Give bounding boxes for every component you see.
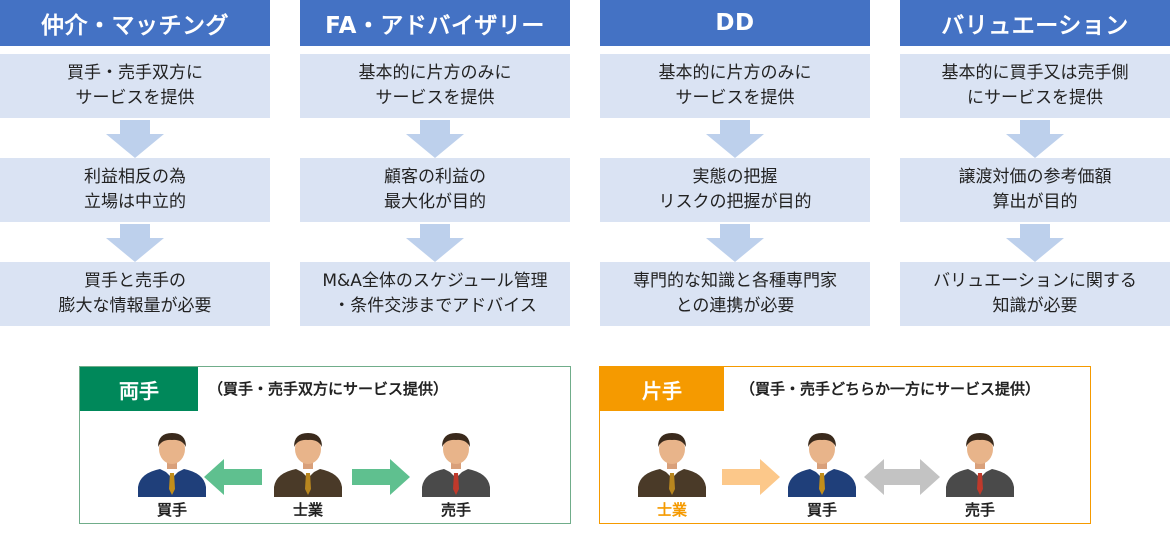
cell-purpose: 顧客の利益の 最大化が目的 [300, 158, 570, 222]
column-fa-advisory: FA・アドバイザリー 基本的に片方のみに サービスを提供 顧客の利益の 最大化が… [300, 0, 570, 326]
down-arrow-icon [406, 120, 464, 158]
person-label: 売手 [964, 501, 995, 519]
cell-service: 基本的に買手又は売手側 にサービスを提供 [900, 54, 1170, 118]
badge-ryote: 両手 [80, 367, 198, 411]
column-header: FA・アドバイザリー [300, 0, 570, 46]
column-header: 仲介・マッチング [0, 0, 270, 46]
person-icon [946, 433, 1014, 497]
left-arrow-icon [204, 459, 262, 495]
cell-service: 買手・売手双方に サービスを提供 [0, 54, 270, 118]
person-icon [638, 433, 706, 497]
person-label: 士業 [292, 501, 323, 519]
person-label: 士業 [656, 501, 687, 519]
badge-katate: 片手 [600, 367, 724, 411]
cell-purpose: 利益相反の為 立場は中立的 [0, 158, 270, 222]
cell-purpose: 譲渡対価の参考価額 算出が目的 [900, 158, 1170, 222]
column-chukai: 仲介・マッチング 買手・売手双方に サービスを提供 利益相反の為 立場は中立的 … [0, 0, 270, 326]
down-arrow-icon [1006, 120, 1064, 158]
column-header: バリュエーション [900, 0, 1170, 46]
person-label: 売手 [440, 501, 471, 519]
cell-requirement: 買手と売手の 膨大な情報量が必要 [0, 262, 270, 326]
down-arrow-icon [406, 224, 464, 262]
person-icon [138, 433, 206, 497]
cell-service: 基本的に片方のみに サービスを提供 [300, 54, 570, 118]
panel-katate: 片手 （買手・売手どちらか一方にサービス提供） 士業 買手 売手 [599, 366, 1091, 524]
panel-description: （買手・売手どちらか一方にサービス提供） [740, 380, 1041, 398]
person-label: 買手 [806, 501, 837, 519]
down-arrow-icon [706, 120, 764, 158]
person-icon [788, 433, 856, 497]
down-arrow-icon [1006, 224, 1064, 262]
down-arrow-icon [106, 224, 164, 262]
cell-requirement: 専門的な知識と各種専門家 との連携が必要 [600, 262, 870, 326]
panel-ryote: 両手 （買手・売手双方にサービス提供） 買手 士業 売手 [79, 366, 571, 524]
column-header: DD [600, 0, 870, 46]
column-dd: DD 基本的に片方のみに サービスを提供 実態の把握 リスクの把握が目的 専門的… [600, 0, 870, 326]
down-arrow-icon [706, 224, 764, 262]
cell-purpose: 実態の把握 リスクの把握が目的 [600, 158, 870, 222]
panel-description: （買手・売手双方にサービス提供） [208, 380, 449, 398]
cell-requirement: バリュエーションに関する 知識が必要 [900, 262, 1170, 326]
person-icon [422, 433, 490, 497]
right-arrow-icon [352, 459, 410, 495]
cell-service: 基本的に片方のみに サービスを提供 [600, 54, 870, 118]
double-arrow-icon [864, 459, 940, 495]
right-arrow-icon [722, 459, 780, 495]
cell-requirement: M&A全体のスケジュール管理 ・条件交渉までアドバイス [300, 262, 570, 326]
person-label: 買手 [156, 501, 187, 519]
column-valuation: バリュエーション 基本的に買手又は売手側 にサービスを提供 譲渡対価の参考価額 … [900, 0, 1170, 326]
person-icon [274, 433, 342, 497]
down-arrow-icon [106, 120, 164, 158]
